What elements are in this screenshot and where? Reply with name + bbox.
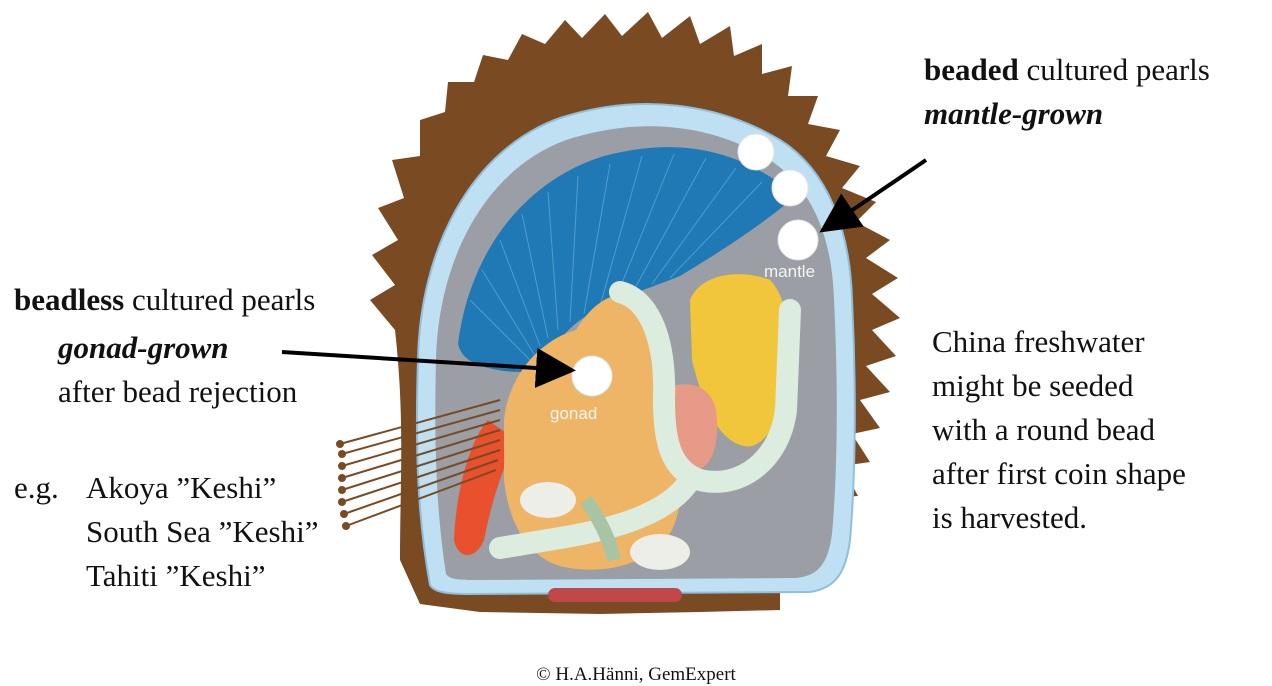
beaded-line-1: beaded cultured pearls — [924, 52, 1210, 88]
white-body-2 — [630, 534, 690, 570]
example-item: South Sea ”Keshi” — [86, 514, 318, 550]
pearl-mantle-3 — [778, 220, 818, 260]
gonad-label: gonad — [550, 404, 597, 424]
china-note-line: after first coin shape — [932, 456, 1186, 492]
pearl-mantle-1 — [738, 134, 774, 170]
beaded-line-2: mantle-grown — [924, 96, 1103, 132]
examples-prefix: e.g. — [14, 470, 59, 506]
mantle-label: mantle — [764, 262, 815, 282]
example-item: Tahiti ”Keshi” — [86, 558, 265, 594]
copyright: © H.A.Hänni, GemExpert — [0, 664, 1272, 686]
example-item: Akoya ”Keshi” — [86, 470, 276, 506]
beadless-rest: cultured pearls — [124, 282, 315, 317]
beadless-line-2: gonad-grown — [58, 330, 229, 366]
white-body-1 — [520, 482, 576, 518]
beadless-line-1: beadless cultured pearls — [14, 282, 315, 318]
hinge — [548, 588, 682, 602]
beaded-bold: beaded — [924, 52, 1019, 87]
china-note-line: with a round bead — [932, 412, 1155, 448]
china-note-line: is harvested. — [932, 500, 1087, 536]
china-note-line: China freshwater — [932, 324, 1145, 360]
beadless-line-3: after bead rejection — [58, 374, 297, 410]
beaded-rest: cultured pearls — [1019, 52, 1210, 87]
china-note-line: might be seeded — [932, 368, 1133, 404]
pearl-mantle-2 — [772, 170, 808, 206]
pearl-gonad — [572, 356, 612, 396]
beadless-bold: beadless — [14, 282, 124, 317]
